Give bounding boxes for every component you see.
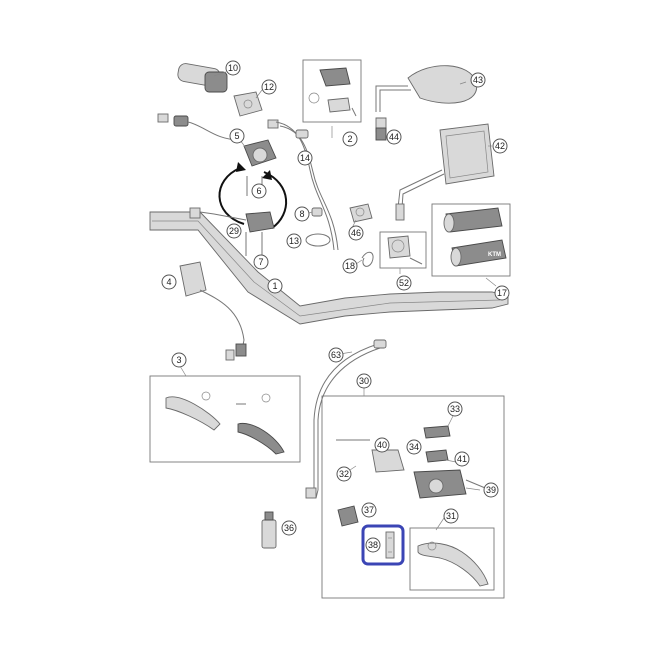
callout-30[interactable]: 30 — [356, 373, 372, 389]
handlebar — [149, 211, 509, 325]
grips-17: KTM — [431, 203, 511, 277]
callout-34[interactable]: 34 — [406, 439, 422, 455]
callout-6[interactable]: 6 — [251, 183, 267, 199]
callout-29[interactable]: 29 — [226, 223, 242, 239]
nut-44 — [375, 117, 387, 141]
svg-text:36: 36 — [284, 523, 294, 533]
o-ring-13 — [305, 233, 331, 247]
callout-44[interactable]: 44 — [386, 129, 402, 145]
svg-text:4: 4 — [166, 277, 171, 287]
kit-box-2 — [302, 59, 362, 123]
svg-text:32: 32 — [339, 469, 349, 479]
callout-46[interactable]: 46 — [348, 225, 364, 241]
svg-text:5: 5 — [234, 131, 239, 141]
callout-14[interactable]: 14 — [297, 150, 313, 166]
handguard-box-3 — [149, 375, 301, 463]
part-38-highlight[interactable] — [361, 524, 405, 566]
callout-1[interactable]: 1 — [267, 278, 283, 294]
callout-12[interactable]: 12 — [261, 79, 277, 95]
callout-2[interactable]: 2 — [342, 131, 358, 147]
switch-wire — [157, 113, 241, 141]
svg-text:46: 46 — [351, 228, 361, 238]
svg-text:17: 17 — [497, 288, 507, 298]
bottle-36 — [261, 511, 277, 549]
callout-13[interactable]: 13 — [286, 233, 302, 249]
svg-text:1: 1 — [272, 281, 277, 291]
switch-housing-12 — [233, 91, 263, 117]
svg-text:6: 6 — [256, 186, 261, 196]
callouts: 10 12 2 43 5 14 44 42 6 8 46 29 13 7 18 … — [161, 60, 510, 553]
callout-4[interactable]: 4 — [161, 274, 177, 290]
svg-text:29: 29 — [229, 226, 239, 236]
svg-text:38: 38 — [368, 540, 378, 550]
svg-text:3: 3 — [176, 355, 181, 365]
svg-text:43: 43 — [473, 75, 483, 85]
switch-lower-29 — [189, 207, 275, 233]
assembly-arrows — [218, 162, 287, 229]
callout-10[interactable]: 10 — [225, 60, 241, 76]
svg-text:14: 14 — [300, 153, 310, 163]
svg-text:2: 2 — [347, 134, 352, 144]
switch-5 — [243, 119, 279, 167]
callout-32[interactable]: 32 — [336, 466, 352, 482]
svg-text:34: 34 — [409, 442, 419, 452]
mirror-43 — [375, 65, 478, 112]
callout-8[interactable]: 8 — [294, 206, 310, 222]
callout-37[interactable]: 37 — [361, 502, 377, 518]
clamp-52 — [379, 231, 427, 269]
callout-33[interactable]: 33 — [447, 401, 463, 417]
svg-text:13: 13 — [289, 236, 299, 246]
lever-box-31 — [409, 527, 495, 591]
svg-text:41: 41 — [457, 454, 467, 464]
svg-text:18: 18 — [345, 261, 355, 271]
callout-38[interactable]: 38 — [365, 537, 381, 553]
wiring-4 — [179, 261, 247, 361]
clamp-8 — [311, 207, 323, 217]
throttle-cable-14 — [275, 121, 339, 251]
clutch-cable-63 — [305, 339, 387, 499]
callout-41[interactable]: 41 — [454, 451, 470, 467]
grip-left — [177, 63, 228, 93]
svg-text:31: 31 — [446, 511, 456, 521]
callout-7[interactable]: 7 — [253, 254, 269, 270]
callout-18[interactable]: 18 — [342, 258, 358, 274]
callout-42[interactable]: 42 — [492, 138, 508, 154]
svg-text:39: 39 — [486, 485, 496, 495]
mirror-42 — [395, 123, 495, 221]
screws-7 — [245, 232, 263, 256]
callout-17[interactable]: 17 — [494, 285, 510, 301]
svg-text:52: 52 — [399, 278, 409, 288]
callout-40[interactable]: 40 — [374, 437, 390, 453]
svg-text:7: 7 — [258, 257, 263, 267]
callout-63[interactable]: 63 — [328, 347, 344, 363]
svg-text:40: 40 — [377, 440, 387, 450]
svg-text:33: 33 — [450, 404, 460, 414]
spring-18 — [361, 251, 374, 267]
callout-39[interactable]: 39 — [483, 482, 499, 498]
svg-text:37: 37 — [364, 505, 374, 515]
callout-52[interactable]: 52 — [396, 275, 412, 291]
svg-text:42: 42 — [495, 141, 505, 151]
callout-3[interactable]: 3 — [171, 352, 187, 368]
svg-text:10: 10 — [228, 63, 238, 73]
clutch-box-30 — [321, 395, 505, 599]
callout-31[interactable]: 31 — [443, 508, 459, 524]
svg-text:44: 44 — [389, 132, 399, 142]
grip-brand-text: KTM — [488, 252, 501, 258]
svg-text:12: 12 — [264, 82, 274, 92]
svg-text:8: 8 — [299, 209, 304, 219]
svg-text:30: 30 — [359, 376, 369, 386]
callout-36[interactable]: 36 — [281, 520, 297, 536]
callout-5[interactable]: 5 — [229, 128, 245, 144]
svg-text:63: 63 — [331, 350, 341, 360]
callout-43[interactable]: 43 — [470, 72, 486, 88]
clamp-46 — [349, 203, 373, 223]
